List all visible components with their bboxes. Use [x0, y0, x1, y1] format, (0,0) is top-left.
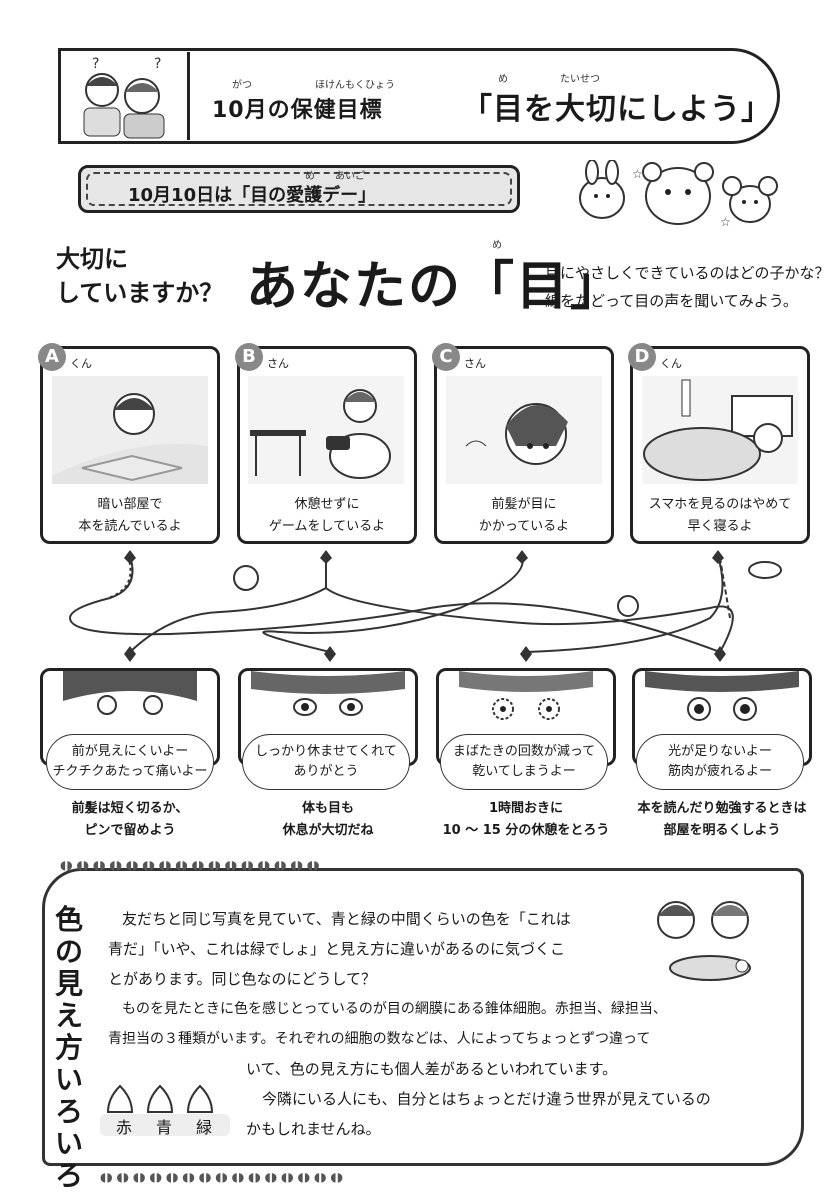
panel-d-caption-1: スマホを見るのはやめて	[648, 497, 792, 512]
panel-c-tag: C	[432, 343, 460, 371]
panel-d-suffix: くん	[660, 357, 682, 370]
panel-b-tag: B	[235, 343, 263, 371]
intro-line-2: 線をたどって目の声を聞いてみよう。	[545, 292, 798, 310]
eye-advice-3-line2: 10 ～ 15 分の休憩をとろう	[442, 823, 610, 838]
color-para-3: とがあります。同じ色なのにどうして？	[108, 970, 377, 988]
eye-advice-3: 1時間おきに 10 ～ 15 分の休憩をとろう	[426, 798, 626, 842]
panel-a-caption: 暗い部屋で 本を読んでいるよ	[40, 494, 220, 538]
eye-bubble-1-line2: チクチクあたって痛いよー	[52, 764, 208, 779]
eye-bubble-3-line1: まばたきの回数が減って	[452, 744, 596, 759]
decorative-tubes-top: ◖◗ ◖◗ ◖◗ ◖◗ ◖◗ ◖◗ ◖◗ ◖◗ ◖◗ ◖◗ ◖◗ ◖◗ ◖◗ ◖…	[60, 858, 320, 872]
eye-advice-2-line2: 休息が大切だね	[282, 823, 374, 838]
goal-ruby-1: がつ	[232, 80, 252, 91]
panel-d-tag: D	[628, 343, 656, 371]
color-section-frame	[42, 868, 804, 1166]
header-illustration: ? ?	[62, 52, 190, 140]
cone-label-green: 緑	[196, 1118, 213, 1137]
cone-label-red: 赤	[116, 1118, 133, 1137]
health-goal-label: 10月の保健目標	[212, 98, 383, 123]
eye-advice-1: 前髪は短く切るか、 ピンで留めよう	[30, 798, 230, 842]
eyeday-ruby-2: あいご	[335, 171, 365, 182]
decorative-tubes-bottom: ◖◗ ◖◗ ◖◗ ◖◗ ◖◗ ◖◗ ◖◗ ◖◗ ◖◗ ◖◗ ◖◗ ◖◗ ◖◗ ◖…	[100, 1170, 344, 1184]
panel-c-caption: 前髪が目に かかっているよ	[434, 494, 614, 538]
cone-label-blue: 青	[156, 1118, 173, 1137]
theme-ruby-2: たいせつ	[560, 74, 600, 85]
svg-text:☆: ☆	[720, 215, 731, 229]
panel-b-suffix: さん	[267, 357, 289, 370]
panel-b-illustration	[248, 376, 404, 488]
color-para-5: 青担当の３種類がいます。それぞれの細胞の数などは、人によってちょっとずつ違って	[108, 1031, 651, 1047]
goal-ruby-2: ほけんもくひょう	[315, 80, 395, 91]
eyeday-ruby-1: め	[305, 171, 315, 182]
title-main: あなたの「目」	[246, 257, 625, 317]
panel-d-caption: スマホを見るのはやめて 早く寝るよ	[630, 494, 810, 538]
eye-bubble-3-line2: 乾いてしまうよー	[472, 764, 576, 779]
color-para-6: いて、色の見え方にも個人差があるといわれています。	[246, 1060, 618, 1078]
title-main-ruby: め	[492, 240, 502, 251]
panel-b-caption: 休憩せずに ゲームをしているよ	[237, 494, 417, 538]
intro-line-1: 目にやさしくできているのはどの子かな？	[545, 264, 830, 282]
svg-text:?: ?	[92, 56, 99, 72]
kids-chameleon-illustration	[646, 894, 776, 988]
panel-d-caption-2: 早く寝るよ	[687, 519, 753, 534]
panel-c-illustration	[446, 376, 602, 488]
color-para-4: ものを見たときに色を感じとっているのが目の網膜にある錐体細胞。赤担当、緑担当、	[122, 1001, 667, 1017]
theme-ruby-1: め	[498, 74, 508, 85]
maze-lines	[30, 548, 810, 672]
color-para-2: 青だ」「いや、これは緑でしょ」と見え方に違いがあるのに気づくこ	[108, 940, 566, 958]
eye-bubble-4-line2: 筋肉が疲れるよー	[667, 764, 772, 779]
eye-day-text: 10月10日は「目の愛護デー」	[128, 185, 377, 206]
animal-characters-illustration: ☆ ☆	[560, 159, 790, 234]
panel-a-caption-1: 暗い部屋で	[97, 497, 163, 512]
eye-advice-4: 本を読んだり勉強するときは 部屋を明るくしよう	[622, 798, 822, 842]
panel-a-illustration	[52, 376, 208, 488]
eye-bubble-3: まばたきの回数が減って 乾いてしまうよー	[440, 734, 608, 790]
eye-bubble-1-line1: 前が見えにくいよー	[71, 744, 189, 759]
svg-text:☆: ☆	[632, 167, 643, 181]
eye-bubble-2-line2: ありがとう	[293, 764, 359, 779]
health-goal-theme: 「目を大切にしよう」	[462, 92, 772, 127]
eye-bubble-2-line1: しっかり休ませてくれて	[255, 744, 397, 759]
panel-c-caption-2: かかっているよ	[478, 519, 570, 534]
eye-bubble-4: 光が足りないよー 筋肉が疲れるよー	[636, 734, 804, 790]
panel-b-caption-1: 休憩せずに	[294, 497, 360, 512]
panel-a-suffix: くん	[70, 357, 92, 370]
panel-a-caption-2: 本を読んでいるよ	[78, 519, 182, 534]
panel-c-caption-1: 前髪が目に	[491, 497, 557, 512]
color-para-8: かもしれませんね。	[246, 1120, 381, 1138]
color-para-7: 今隣にいる人にも、自分とはちょっとだけ違う世界が見えているの	[262, 1090, 711, 1108]
color-section-title: 色の見え方いろいろ	[54, 903, 83, 1192]
title-question: 大切に していますか？	[56, 242, 223, 310]
eye-bubble-1: 前が見えにくいよー チクチクあたって痛いよー	[46, 734, 214, 790]
eye-advice-2: 体も目も 休息が大切だね	[228, 798, 428, 842]
eye-advice-4-line1: 本を読んだり勉強するときは	[637, 801, 807, 816]
eye-advice-4-line2: 部屋を明るくしよう	[663, 823, 781, 838]
eye-day-banner-border	[86, 172, 512, 206]
eye-advice-3-line1: 1時間おきに	[488, 801, 564, 816]
header-frame	[58, 48, 780, 144]
title-question-line2: していますか？	[56, 279, 224, 307]
panel-d-illustration	[642, 376, 798, 488]
svg-text:?: ?	[154, 56, 161, 72]
title-question-line1: 大切に	[56, 245, 128, 273]
panel-c-suffix: さん	[464, 357, 486, 370]
color-para-1: 友だちと同じ写真を見ていて、青と緑の中間くらいの色を「これは	[122, 910, 571, 928]
panel-a-tag: A	[38, 343, 66, 371]
cone-cells-illustration	[96, 1082, 236, 1146]
eye-advice-1-line2: ピンで留めよう	[84, 823, 176, 838]
eye-bubble-4-line1: 光が足りないよー	[668, 744, 772, 759]
panel-b-caption-2: ゲームをしているよ	[268, 519, 386, 534]
eye-bubble-2: しっかり休ませてくれて ありがとう	[242, 734, 410, 790]
eye-advice-2-line1: 体も目も	[301, 801, 354, 816]
eye-advice-1-line1: 前髪は短く切るか、	[71, 801, 189, 816]
